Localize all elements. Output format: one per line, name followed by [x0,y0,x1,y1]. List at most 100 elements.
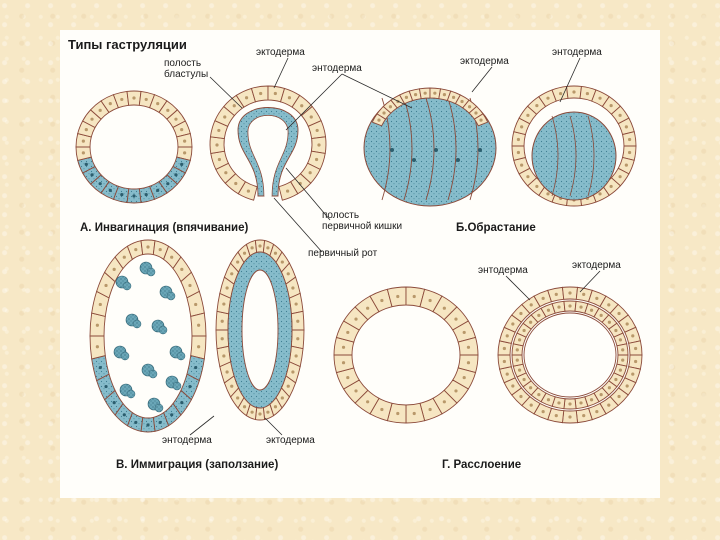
cell-nucleus [526,113,530,117]
cell-nucleus [614,328,618,333]
cell-nucleus [81,151,85,155]
cell-nucleus [516,150,521,155]
cell-nucleus [535,184,539,189]
label-primary-mouth: первичный рот [308,248,378,259]
cell-nucleus [466,345,471,349]
cell-nucleus [98,302,102,307]
cell-nucleus [607,303,611,307]
cell-nucleus [120,192,124,197]
label-endoderm-v: энтодерма [162,435,212,446]
cell-nucleus [98,108,102,112]
cell-nucleus [517,338,522,342]
cell-nucleus [579,305,583,309]
cell-nucleus [511,322,515,326]
cell-nucleus [572,90,576,94]
cell-nucleus [230,272,234,276]
cell-nucleus [423,91,427,95]
cell-nucleus [466,361,471,365]
cell-nucleus [366,400,370,404]
cell-nucleus [273,91,277,96]
cell-nucleus [180,128,184,132]
cell-nucleus [84,162,88,166]
cell-nucleus [467,105,472,109]
cell-nucleus [104,283,108,288]
cell-nucleus [585,91,590,96]
cell-nucleus [522,328,526,333]
cell-nucleus [582,414,586,418]
cell-nucleus [242,405,247,409]
cell-nucleus [377,118,381,122]
cell-nucleus [554,414,558,418]
cell-nucleus [582,292,586,296]
cell-nucleus [183,151,187,155]
cell-nucleus [624,125,628,129]
cell-nucleus [546,96,550,100]
cell-nucleus [197,345,201,349]
label-ectoderm-v: эктодерма [266,435,315,446]
label-endoderm-a: энтодерма [312,63,362,74]
cell-nucleus [194,302,198,307]
cell-nucleus [246,189,250,193]
primary-gut-cavity [241,269,279,391]
cell-nucleus [529,403,533,407]
cell-nucleus [166,108,170,112]
cell-nucleus [300,104,304,108]
cell-nucleus [234,181,238,186]
cell-nucleus [595,410,599,414]
cell-nucleus [621,348,625,352]
label-gut-cavity-line2: первичной кишки [322,221,402,232]
cell-nucleus [250,410,254,414]
cell-nucleus [502,359,506,364]
cell-nucleus [618,175,622,179]
cell-nucleus [519,311,523,316]
yolk-nucleus [456,158,460,162]
cell-nucleus [634,346,638,351]
cell-nucleus [132,194,136,198]
cell-nucleus [546,308,551,312]
cell-nucleus [598,192,602,196]
cell-nucleus [346,330,350,335]
label-ectoderm-a: эктодерма [256,47,305,58]
cell-nucleus [557,401,561,405]
cell-nucleus [625,384,629,388]
cell-nucleus [242,251,247,255]
inner-endoderm-mass [531,111,617,201]
cell-nucleus [614,377,618,382]
caption-invagination: А. Инвагинация (впячивание) [80,222,248,234]
cell-nucleus [90,117,94,121]
cell-nucleus [158,420,162,425]
cell-nucleus [404,95,409,99]
migrating-cell [148,369,158,379]
cell-nucleus [308,171,312,175]
cell-nucleus [511,384,515,388]
cell-nucleus [529,320,533,324]
cell-nucleus [554,292,558,296]
cell-nucleus [433,91,437,95]
label-blastocoel-line1: полость [164,58,201,69]
immigration-embryo-2 [215,239,305,421]
cell-nucleus [170,413,174,417]
cell-nucleus [95,323,99,327]
cell-nucleus [627,150,632,155]
cell-nucleus [428,298,432,303]
cell-nucleus [462,330,466,335]
cell-nucleus [589,308,594,312]
migrating-cell [132,319,142,329]
yolk-nucleus [390,148,394,152]
yolk-cell-boundary [403,97,413,201]
cell-nucleus [366,306,370,310]
cell-nucleus [236,260,240,264]
cell-nucleus [568,291,572,295]
migrating-cell [120,351,130,361]
cell-nucleus [354,389,358,393]
cell-nucleus [291,286,295,290]
cell-nucleus [317,143,321,147]
cell-nucleus [462,375,466,380]
cell-nucleus [258,244,262,248]
cell-nucleus [112,401,116,405]
cell-nucleus [505,334,509,338]
migrating-cell [122,281,132,291]
cell-nucleus [215,143,219,147]
cell-nucleus [595,296,599,300]
cell-nucleus [146,423,150,427]
